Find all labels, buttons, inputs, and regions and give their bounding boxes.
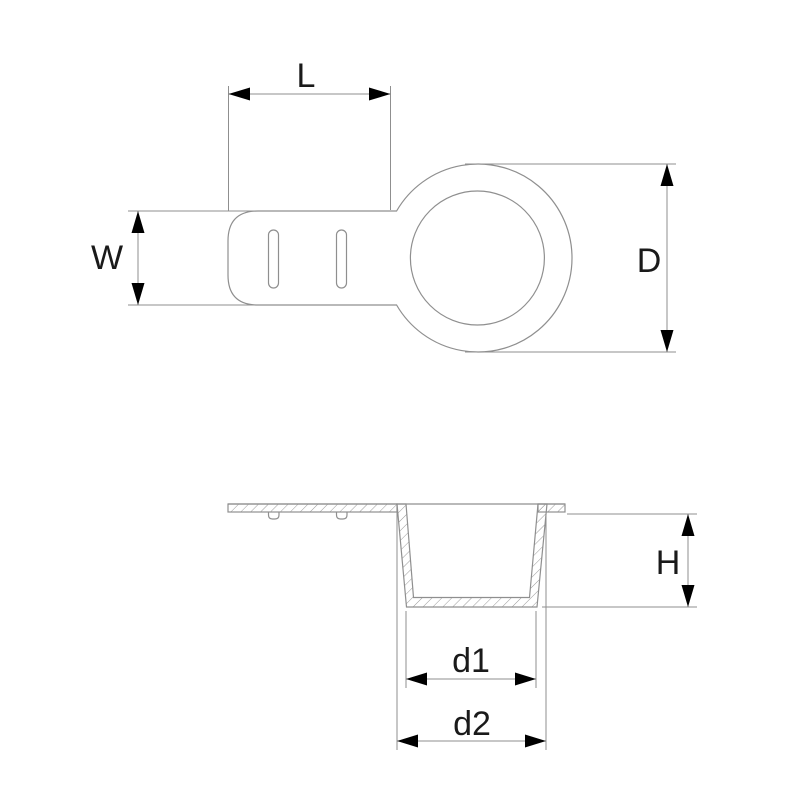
dimension-D-label: D [637, 242, 662, 280]
dimension-H-label: H [656, 544, 681, 582]
dimension-d1: d1 [405, 611, 537, 688]
dimension-D-arrow-top [660, 164, 674, 186]
dimension-L-label: L [297, 57, 316, 95]
dimension-W: W [91, 210, 260, 306]
dimension-L: L [228, 57, 391, 211]
section-right-flange [537, 503, 566, 513]
dimension-d1-arrow-left [406, 672, 427, 686]
section-strap-bump-2 [335, 512, 348, 520]
dimension-H-arrow-top [681, 514, 695, 536]
dimension-d2: d2 [396, 512, 547, 750]
ring-inner-circle [409, 190, 545, 326]
dimension-d2-arrow-left [397, 734, 418, 748]
dimension-L-arrow-left [228, 87, 250, 101]
dimension-d2-arrow-right [525, 734, 546, 748]
dimension-d1-label: d1 [452, 642, 490, 680]
section-strap-strip [227, 503, 398, 513]
dimension-W-arrow-bottom [131, 283, 145, 305]
top-view: L W D [91, 57, 676, 353]
dimension-d1-arrow-right [515, 672, 536, 686]
strap-slot-1 [267, 229, 280, 289]
dimension-L-arrow-right [369, 87, 391, 101]
strap-slot-2 [335, 229, 348, 289]
dimension-D: D [465, 163, 676, 353]
section-strap-bump-1 [267, 512, 280, 520]
dimension-D-arrow-bottom [660, 330, 674, 352]
section-plug-body [396, 503, 548, 608]
section-view: H d1 d2 [227, 503, 697, 750]
dimension-W-arrow-top [131, 211, 145, 233]
dimension-d2-label: d2 [453, 705, 491, 743]
dimension-H: H [542, 513, 697, 608]
dimension-W-label: W [91, 239, 123, 277]
dimension-H-arrow-bottom [681, 585, 695, 607]
